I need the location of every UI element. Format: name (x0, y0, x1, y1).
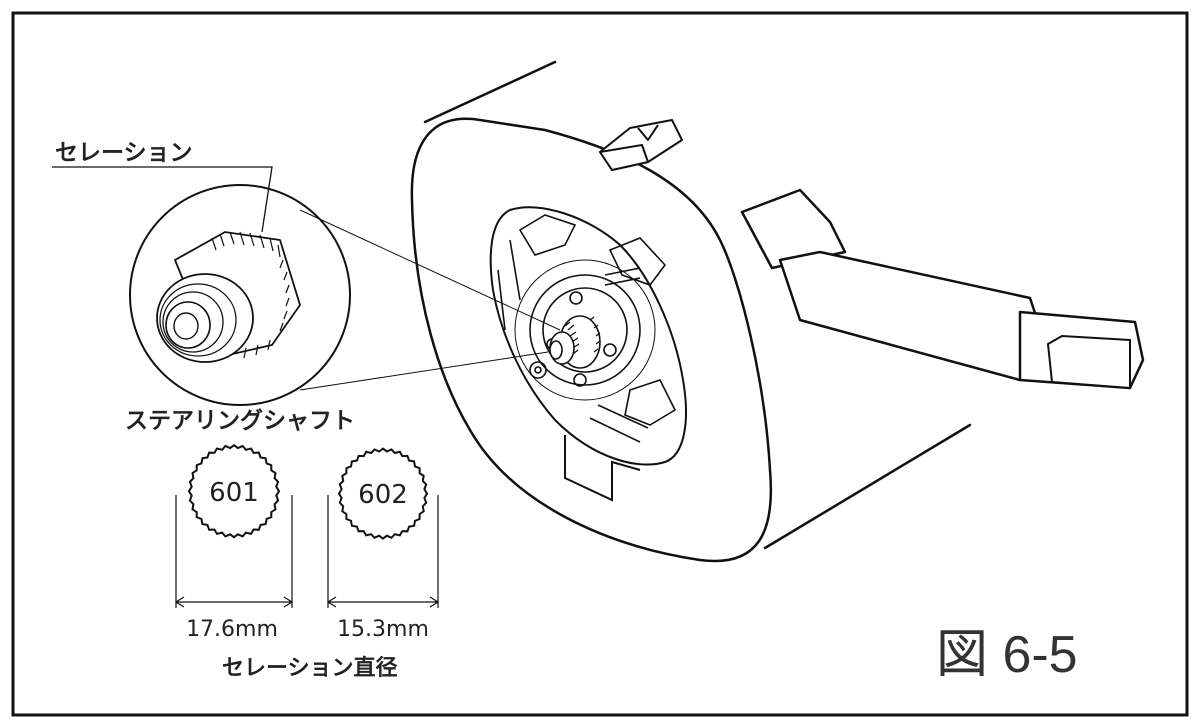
gear-601-number: 601 (209, 478, 259, 508)
gear-601: 601 17.6mm (174, 443, 294, 642)
serration-detail-view (129, 184, 351, 406)
gear-601-dimension-line (174, 495, 294, 608)
combination-switch-lever (740, 188, 1145, 390)
gear-602-diameter: 15.3mm (337, 617, 429, 642)
gear-602-number: 602 (358, 480, 408, 510)
serration-label: セレーション (55, 140, 193, 166)
housing-notch (564, 435, 641, 502)
steering-shaft-tip (549, 315, 601, 369)
housing-front-face (410, 117, 773, 563)
serration-leader-line (52, 166, 273, 233)
gear-602-outline (337, 447, 429, 540)
gear-602-dimension-line (326, 495, 440, 608)
figure-frame (11, 11, 1189, 717)
detail-leader-lines (299, 209, 561, 391)
column-housing (410, 60, 972, 563)
gear-602: 602 15.3mm (326, 447, 440, 642)
gear-601-outline-full (187, 443, 281, 539)
column-mechanism (497, 214, 677, 443)
hazard-switch (599, 119, 683, 171)
gear-601-diameter: 17.6mm (186, 617, 278, 642)
serration-diameter-label: セレーション直径 (222, 655, 398, 681)
steering-shaft-label: ステアリングシャフト (125, 407, 355, 434)
figure-number: 図 6-5 (936, 626, 1078, 684)
